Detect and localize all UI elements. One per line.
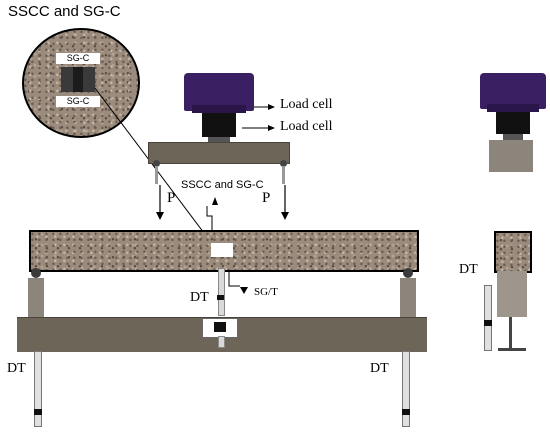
side-dt-marker xyxy=(484,320,492,326)
load-cell-arrow-2-head xyxy=(268,125,275,131)
dt-left-label: DT xyxy=(7,361,26,376)
dt-mid-lower-rod xyxy=(218,336,225,348)
load-right-arrowhead xyxy=(281,212,289,220)
inset-gauge-element-center xyxy=(73,67,83,92)
side-load-cell-plate xyxy=(503,134,523,140)
actuator-body xyxy=(184,73,254,111)
load-cell-label-2: Load cell xyxy=(280,119,333,134)
sg-tension-label: SG/T xyxy=(254,286,278,298)
side-beam-section xyxy=(494,231,532,273)
beam-gauge-patch xyxy=(211,243,233,257)
side-actuator-band xyxy=(487,104,539,112)
support-roller-left xyxy=(31,268,41,278)
spreader-roller-right xyxy=(280,160,287,167)
inset-leader-line xyxy=(94,87,223,258)
gauge-up-arrow xyxy=(212,197,218,205)
dt-right-marker xyxy=(402,409,410,415)
side-load-cell-block xyxy=(496,112,530,134)
support-column-right xyxy=(400,278,416,318)
dt-mid-marker xyxy=(217,295,224,300)
load-cell-label-1: Load cell xyxy=(280,97,333,112)
load-cell-block xyxy=(202,113,236,137)
dt-right-rod xyxy=(402,351,410,427)
inset-gauge-top-label: SG-C xyxy=(56,53,100,64)
side-support xyxy=(497,271,527,317)
spreader-rod-right xyxy=(282,166,285,184)
dt-right-label: DT xyxy=(370,361,389,376)
dt-mid-label: DT xyxy=(190,290,209,305)
support-column-left xyxy=(28,278,44,318)
dt-mid-clamp-core xyxy=(214,322,226,332)
tension-down-arrow xyxy=(240,287,248,294)
dt-side-label: DT xyxy=(459,262,478,277)
inset-gauge-bottom-label: SG-C xyxy=(56,96,100,107)
support-roller-right xyxy=(403,268,413,278)
side-spreader-block xyxy=(489,140,533,172)
spreader-roller-left xyxy=(153,160,160,167)
side-frame-base xyxy=(498,348,526,351)
side-frame-post xyxy=(509,317,512,351)
side-dt-rod xyxy=(484,285,492,351)
dt-left-marker xyxy=(34,409,42,415)
spreader-beam xyxy=(148,142,290,164)
dt-left-rod xyxy=(34,351,42,427)
actuator-band xyxy=(192,105,246,113)
dt-mid-rod xyxy=(218,268,225,316)
spreader-rod-left xyxy=(155,166,158,184)
load-right-label: P xyxy=(262,190,271,206)
load-cell-arrow-1-head xyxy=(268,104,275,110)
load-left-arrowhead xyxy=(156,212,164,220)
gauge-center-label: SSCC and SG-C xyxy=(181,179,264,191)
load-left-label: P xyxy=(167,190,176,206)
side-actuator-body xyxy=(480,73,546,109)
inset-title: SSCC and SG-C xyxy=(8,3,121,20)
load-cell-plate xyxy=(208,137,230,143)
